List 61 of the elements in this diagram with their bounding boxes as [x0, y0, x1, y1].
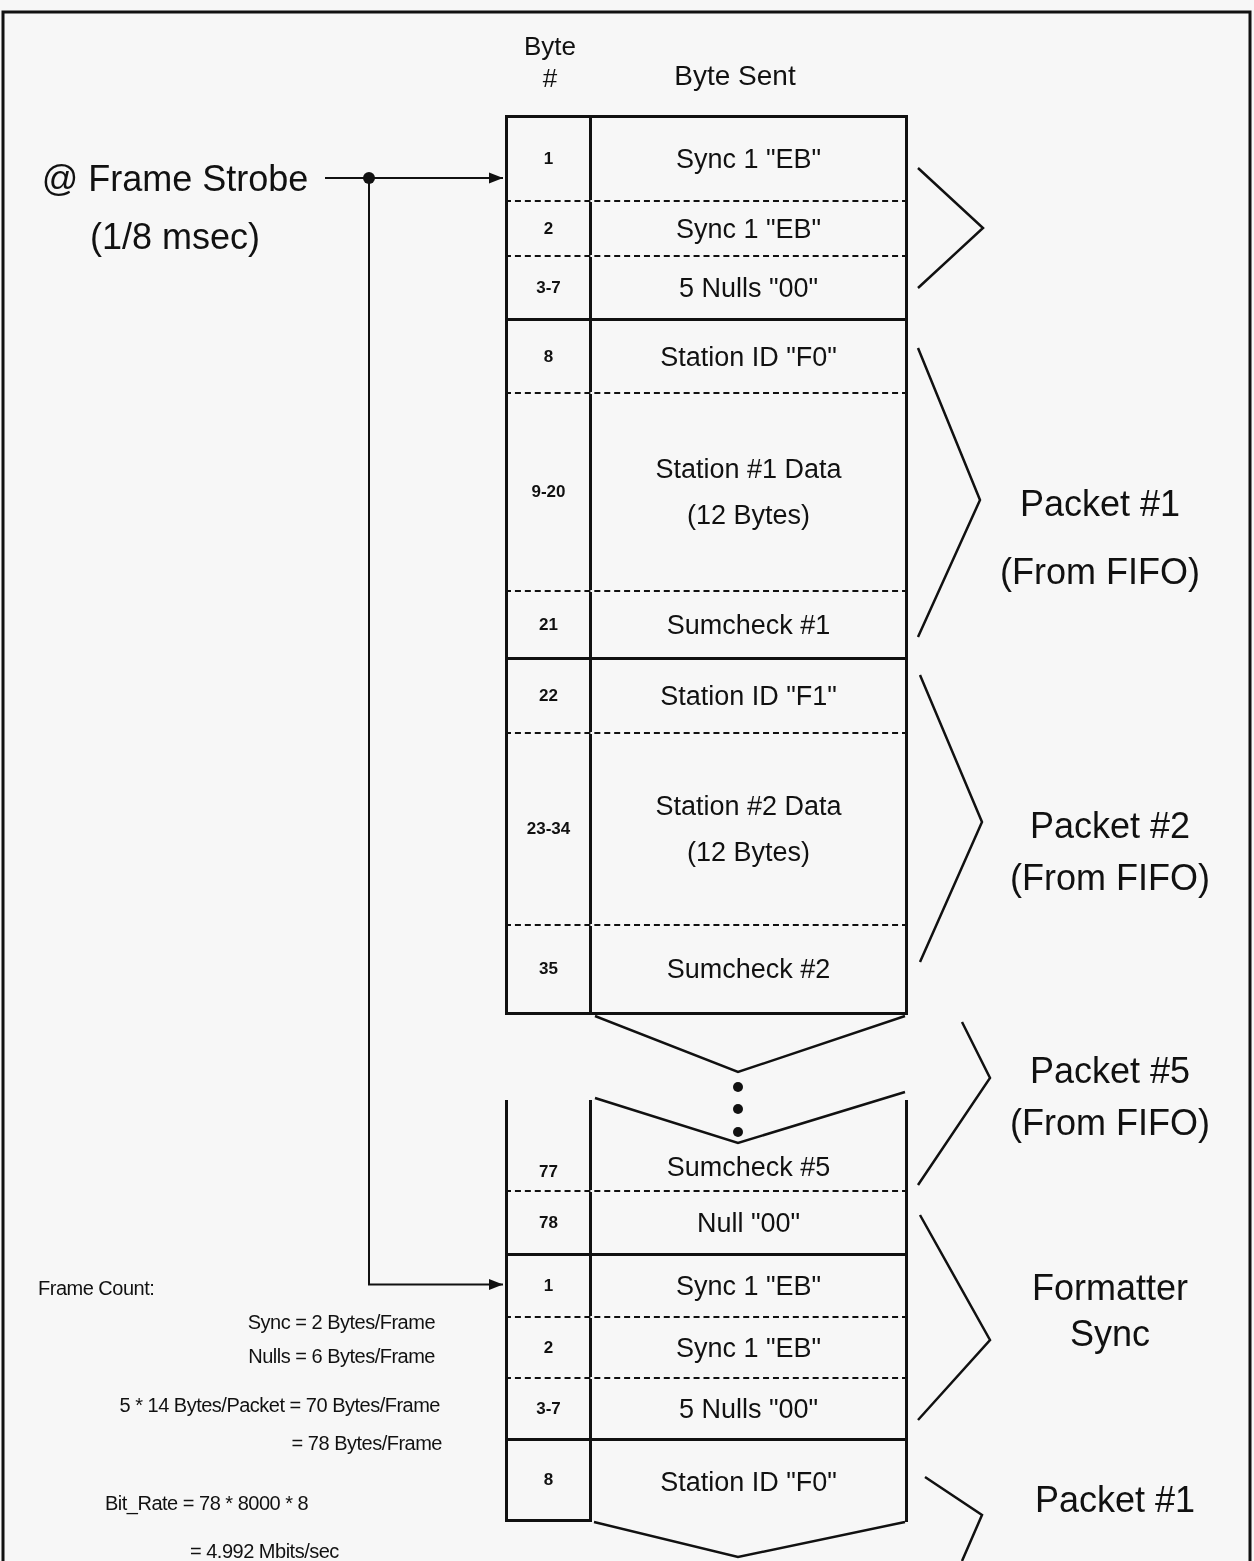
byte-number: 35 — [539, 959, 558, 979]
byte-number: 8 — [543, 1470, 554, 1490]
byte-number: 77 — [539, 1162, 558, 1182]
byte-number: 9-20 — [531, 482, 566, 502]
byte-number: 1 — [543, 149, 554, 169]
byte-number: 78 — [539, 1212, 558, 1233]
byte-number: 2 — [543, 1337, 554, 1358]
table-row — [505, 657, 908, 732]
byte-value: Sumcheck #1 — [666, 608, 831, 642]
byte-value: 5 Nulls "00" — [678, 271, 819, 305]
byte-value: Station ID "F0" — [660, 340, 837, 374]
note-text: Bit_Rate = 78 * 8000 * 8 — [105, 1491, 310, 1517]
group-label: Packet #2 (From FIFO) — [1009, 804, 1211, 900]
table-row — [505, 200, 908, 255]
group-label: Packet #1 (From FIFO) — [999, 482, 1201, 594]
note-text: = 4.992 Mbits/sec — [190, 1539, 340, 1561]
note-text: Frame Count: — [38, 1276, 156, 1301]
byte-number: 8 — [543, 346, 554, 367]
group-label: Formatter Sync — [1031, 1266, 1189, 1356]
signal-label: @ Frame Strobe (1/8 msec) — [25, 150, 325, 266]
table-row — [505, 255, 908, 318]
table-row — [505, 318, 908, 392]
table-row — [505, 924, 908, 1015]
byte-value: Sumcheck #5 — [666, 1151, 831, 1184]
byte-value: Station ID "F1" — [660, 680, 837, 713]
byte-number: 23-34 — [526, 819, 571, 839]
table-row — [505, 1377, 908, 1438]
table-row — [505, 115, 908, 200]
byte-number: 22 — [539, 686, 558, 706]
table-row — [505, 1253, 908, 1316]
column-header: Byte Sent — [673, 59, 797, 93]
group-label: Packet #1 — [1033, 1478, 1197, 1522]
group-label: Packet #5 (From FIFO) — [1009, 1049, 1211, 1145]
table-row — [505, 1100, 908, 1190]
note-text: = 78 Bytes/Frame — [290, 1431, 442, 1456]
column-header: Byte # — [523, 30, 577, 94]
byte-number: 2 — [543, 218, 554, 239]
note-text: Nulls = 6 Bytes/Frame — [247, 1344, 435, 1369]
byte-number: 3-7 — [536, 277, 561, 298]
table-row — [505, 1190, 908, 1253]
byte-number: 21 — [539, 614, 558, 635]
table-row — [505, 1438, 908, 1522]
byte-number: 3-7 — [536, 1398, 561, 1419]
byte-value: Sync 1 "EB" — [675, 1331, 822, 1365]
byte-value: Sync 1 "EB" — [675, 212, 822, 246]
byte-value: 5 Nulls "00" — [678, 1392, 819, 1426]
byte-value: Null "00" — [696, 1206, 801, 1240]
note-text: 5 * 14 Bytes/Packet = 70 Bytes/Frame — [118, 1393, 440, 1418]
byte-number: 1 — [543, 1276, 554, 1296]
arrow — [324, 177, 504, 1291]
table-row — [505, 732, 908, 924]
byte-value: Sumcheck #2 — [666, 953, 831, 986]
byte-value: Station #1 Data (12 Bytes) — [654, 453, 843, 532]
table-row — [505, 590, 908, 657]
byte-value: Station #2 Data (12 Bytes) — [654, 790, 843, 869]
table-row — [505, 392, 908, 590]
byte-value: Sync 1 "EB" — [675, 143, 822, 176]
byte-value: Sync 1 "EB" — [675, 1270, 822, 1303]
byte-value: Station ID "F0" — [660, 1465, 837, 1499]
note-text: Sync = 2 Bytes/Frame — [246, 1310, 435, 1335]
table-row — [505, 1316, 908, 1377]
